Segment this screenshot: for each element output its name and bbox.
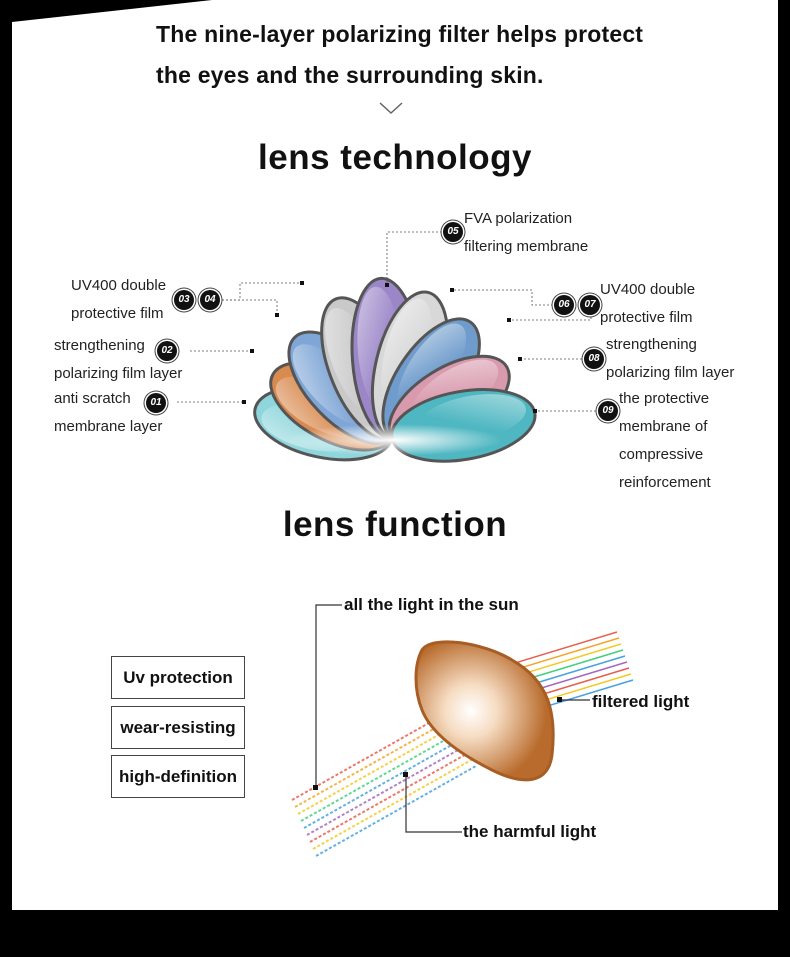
layer-01-label: anti scratch membrane layer [54, 390, 163, 435]
layer-09-label: the protective membrane of compressive r… [619, 390, 711, 491]
lens-function-title: lens function [282, 505, 508, 544]
light-filter-illustration [291, 604, 634, 857]
intro-line-2: the eyes and the surrounding skin. [156, 62, 544, 88]
lens-base-glow [282, 424, 502, 456]
layer-04-badge: 04 [200, 290, 220, 310]
layer-08-badge: 08 [584, 349, 604, 369]
harmful-light-label: the harmful light [463, 822, 597, 841]
chevron-down-icon [379, 102, 403, 115]
layer-09-badge: 09 [598, 401, 618, 421]
lens-technology-title: lens technology [258, 138, 532, 177]
lens-layers-illustration [177, 231, 608, 463]
layer-01-badge: 01 [146, 393, 166, 413]
layer-08-label: strengthening polarizing film layer [606, 336, 735, 381]
corner-decoration [12, 0, 212, 22]
layer-03-badge: 03 [174, 290, 194, 310]
layer-05-label: FVA polarization filtering membrane [464, 210, 589, 255]
layer-07-label: UV400 double protective film [600, 281, 696, 326]
lens-shape [414, 640, 555, 782]
layer-02-badge: 02 [157, 341, 177, 361]
layer-02-label: strengthening polarizing film layer [54, 337, 183, 382]
filtered-light-label: filtered light [592, 692, 690, 711]
feature-uv-protection: Uv protection [111, 656, 245, 699]
feature-high-definition: high-definition [111, 755, 245, 798]
layer-06-badge: 06 [554, 295, 574, 315]
intro-text: The nine-layer polarizing filter helps p… [156, 14, 716, 96]
feature-wear-resisting: wear-resisting [111, 706, 245, 749]
intro-line-1: The nine-layer polarizing filter helps p… [156, 21, 644, 47]
layer-07-badge: 07 [580, 295, 600, 315]
layer-03-label: UV400 double protective film [71, 277, 167, 322]
sun-light-label: all the light in the sun [344, 595, 519, 614]
layer-05-badge: 05 [443, 222, 463, 242]
product-panel: The nine-layer polarizing filter helps p… [12, 0, 778, 910]
